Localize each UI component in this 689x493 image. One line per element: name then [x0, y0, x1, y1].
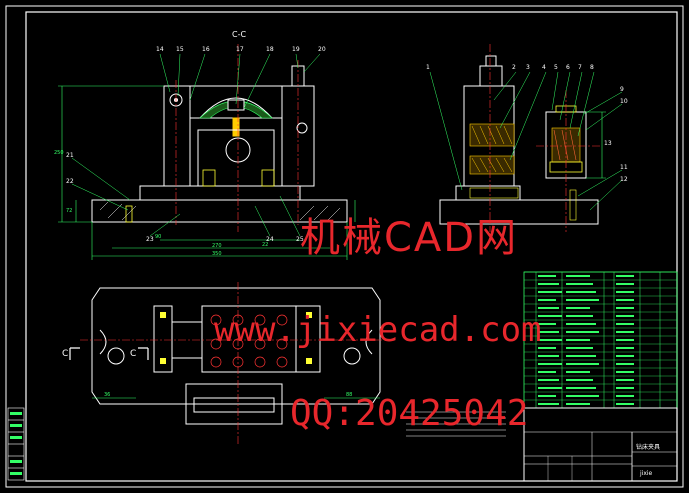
dim-plan-left: 36 — [104, 392, 111, 398]
dim-mid-width: 270 — [212, 243, 222, 249]
watermark-url: www.jixiecad.com — [214, 310, 542, 350]
watermark-title: 机械CAD网 — [300, 215, 519, 261]
dim-inner-width: 90 — [155, 234, 162, 240]
balloon-side-8: 8 — [590, 64, 594, 71]
watermark-qq: QQ:20425042 — [290, 393, 529, 434]
balloon-side-2: 2 — [512, 64, 516, 71]
balloon-side-4: 4 — [542, 64, 546, 71]
technical-notes — [406, 411, 506, 437]
dim-right-small: 22 — [262, 242, 269, 248]
balloon-side-11: 11 — [620, 164, 628, 171]
sheet-border-inner — [25, 11, 678, 482]
side-view — [429, 44, 623, 232]
dim-plan-right: 88 — [346, 392, 353, 398]
balloon-side-7: 7 — [578, 64, 582, 71]
section-marker-right: C — [130, 349, 137, 359]
balloon-side-9: 9 — [620, 86, 624, 93]
parts-list — [523, 271, 678, 409]
balloon-front-14: 14 — [156, 46, 164, 53]
section-label: C-C — [232, 30, 247, 39]
balloon-side-10: 10 — [620, 98, 628, 105]
margin-stamp-text — [10, 412, 22, 475]
balloon-front-18: 18 — [266, 46, 274, 53]
balloon-front-20: 20 — [318, 46, 326, 53]
balloon-front-25: 25 — [296, 236, 304, 243]
balloon-front-23: 23 — [146, 236, 154, 243]
balloon-side-6: 6 — [566, 64, 570, 71]
balloon-front-17: 17 — [236, 46, 244, 53]
drawing-name: 钻床夹具 — [636, 444, 661, 451]
school-name: jixie — [640, 470, 653, 477]
dim-height: 250 — [54, 150, 64, 156]
balloon-side-5: 5 — [554, 64, 558, 71]
balloon-front-24: 24 — [266, 236, 274, 243]
balloon-front-21: 21 — [66, 152, 74, 159]
dim-left-small: 72 — [66, 208, 73, 214]
balloon-side-3: 3 — [526, 64, 530, 71]
front-view — [58, 44, 356, 260]
balloon-front-19: 19 — [292, 46, 300, 53]
balloon-side-12: 12 — [620, 176, 628, 183]
dim-outer-width: 350 — [212, 251, 222, 257]
section-marker-left: C — [62, 349, 69, 359]
sheet-border-outer — [5, 5, 684, 488]
balloon-front-22: 22 — [66, 178, 74, 185]
title-block — [523, 407, 678, 482]
balloon-front-15: 15 — [176, 46, 184, 53]
margin-stamps — [7, 407, 25, 481]
balloon-side-1: 1 — [426, 64, 430, 71]
balloon-front-16: 16 — [202, 46, 210, 53]
plan-view — [69, 282, 392, 446]
balloon-side-13: 13 — [604, 140, 612, 147]
